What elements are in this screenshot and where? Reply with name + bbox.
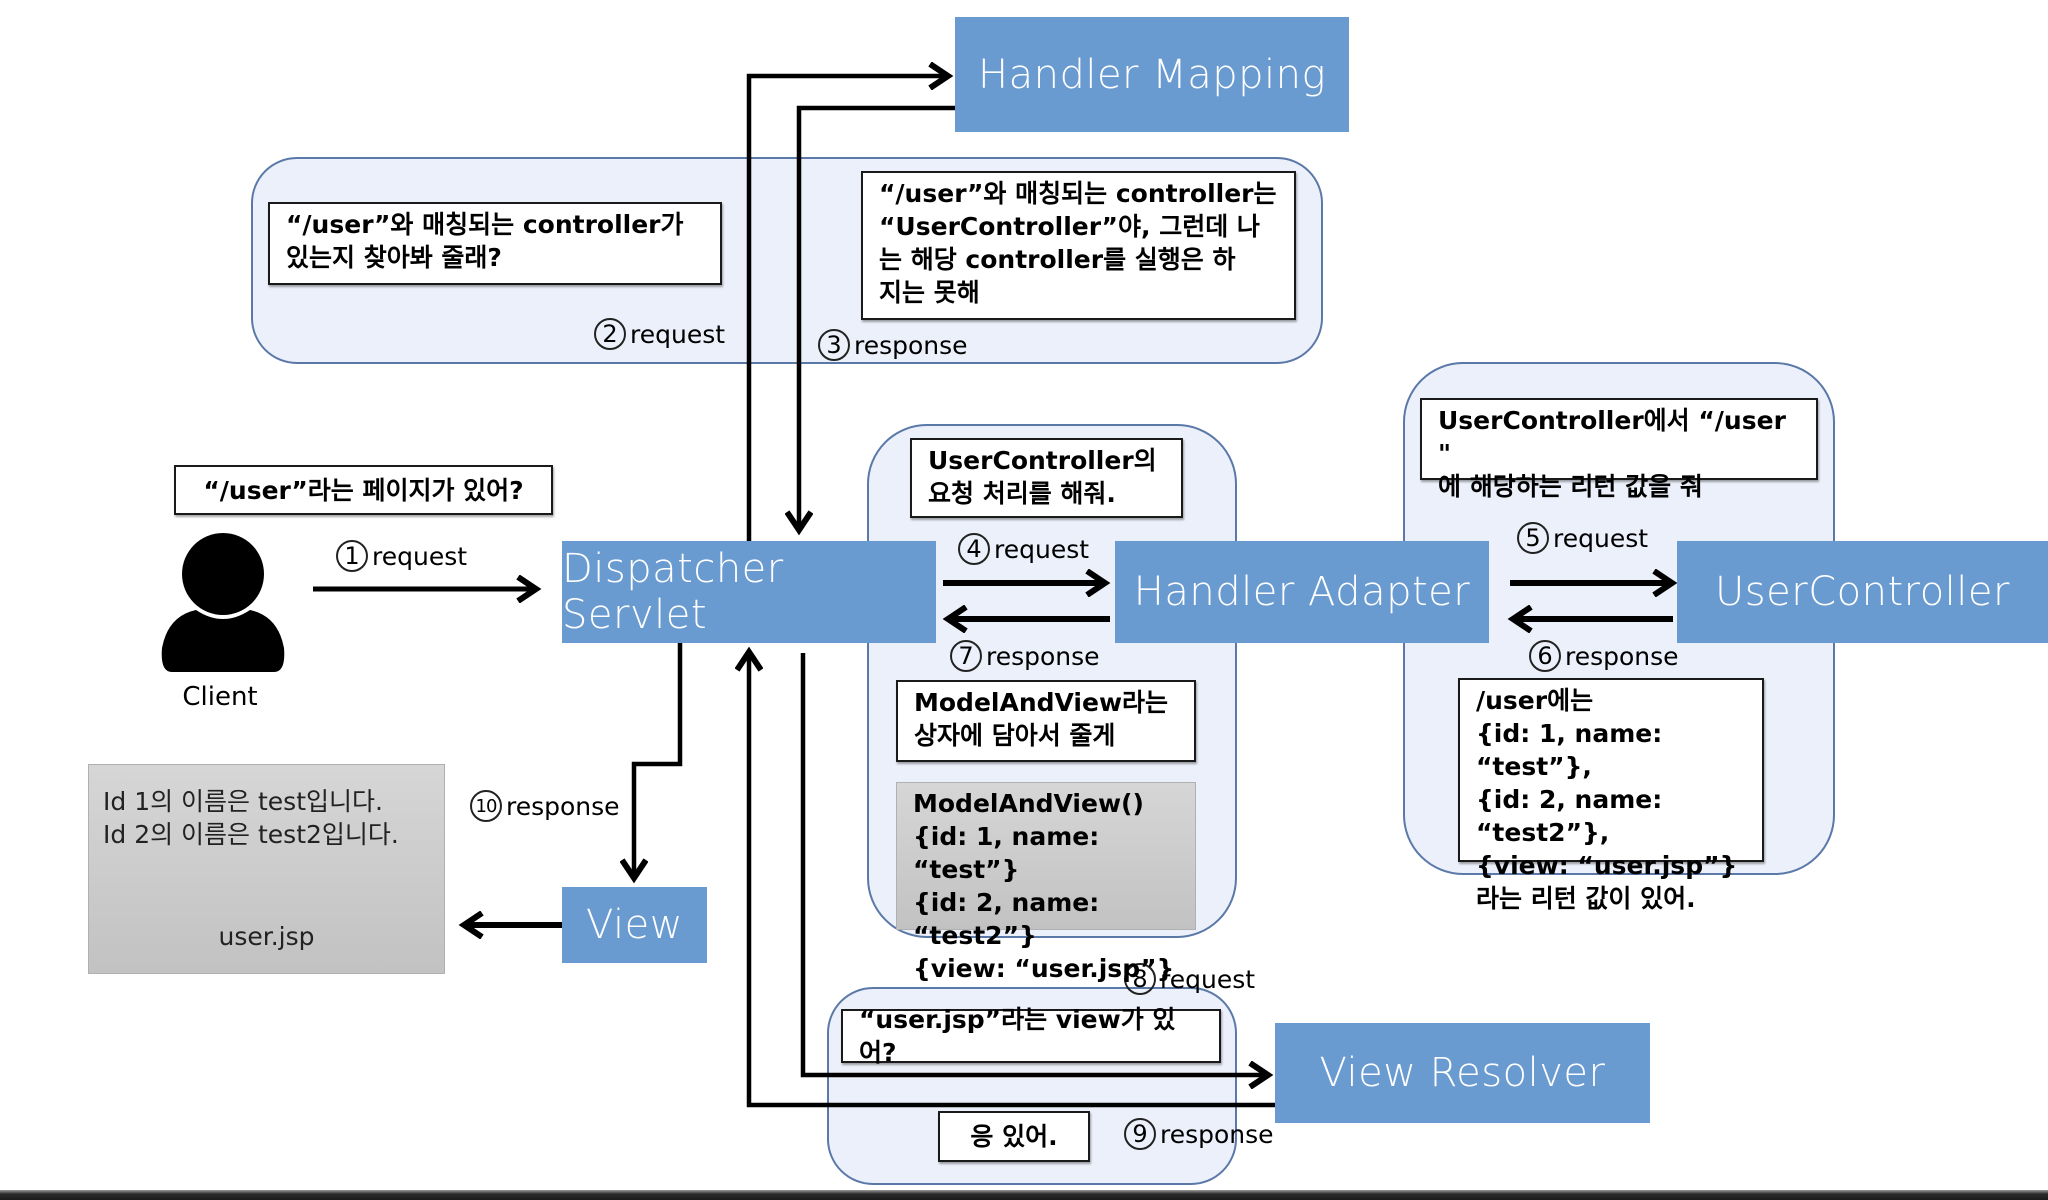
step-10-text: response — [506, 791, 620, 821]
step-7-number: 7 — [950, 640, 982, 672]
step-7-label: 7 response — [950, 640, 1100, 672]
view-box: View — [562, 887, 707, 963]
user-controller-request-note: UserController에서 “/user " 에 해당하는 리턴 값을 줘 — [1420, 398, 1818, 501]
person-icon — [161, 533, 285, 672]
step-10-number: 10 — [470, 790, 502, 822]
step-1-text: request — [372, 541, 468, 571]
step-2-label: 2 request — [594, 318, 725, 350]
step-4-text: request — [994, 534, 1090, 564]
step-3-text: response — [854, 330, 968, 360]
step-9-text: response — [1160, 1119, 1274, 1149]
step-4-number: 4 — [958, 533, 990, 565]
step-5-text: request — [1553, 523, 1649, 553]
user-controller-response-note: /user에는 {id: 1, name: “test”}, {id: 2, n… — [1458, 678, 1764, 913]
step-3-number: 3 — [818, 329, 850, 361]
step-6-number: 6 — [1529, 640, 1561, 672]
step-6-text: response — [1565, 641, 1679, 671]
handler-adapter-response-note: ModelAndView라는 상자에 담아서 줄게 — [896, 680, 1196, 762]
step-2-number: 2 — [594, 318, 626, 350]
dispatcher-servlet-box: Dispatcher Servlet — [562, 541, 936, 643]
step-2-text: request — [630, 319, 726, 349]
step-9-number: 9 — [1124, 1118, 1156, 1150]
bottom-border-bar — [0, 1190, 2048, 1200]
arrow-10-response — [634, 643, 683, 878]
step-4-label: 4 request — [958, 533, 1089, 565]
step-5-label: 5 request — [1517, 522, 1648, 554]
rendered-page-text: Id 1의 이름은 test입니다. Id 2의 이름은 test2입니다. — [103, 787, 399, 849]
handler-mapping-box: Handler Mapping — [955, 17, 1349, 132]
user-controller-box: UserController — [1677, 541, 2048, 643]
step-3-label: 3 response — [818, 329, 968, 361]
view-resolver-box: View Resolver — [1275, 1023, 1650, 1123]
step-9-label: 9 response — [1124, 1118, 1274, 1150]
handler-mapping-request-note: “/user”와 매칭되는 controller가 있는지 찾아봐 줄래? — [268, 202, 722, 285]
step-6-label: 6 response — [1529, 640, 1679, 672]
handler-adapter-request-note: UserController의 요청 처리를 해줘. — [910, 438, 1183, 518]
model-and-view-box: ModelAndView() {id: 1, name: “test”} {id… — [896, 782, 1196, 983]
step-8-label: 8 request — [1124, 963, 1255, 995]
client-note-text: “/user”라는 페이지가 있어? — [174, 465, 553, 515]
view-resolver-response-note: 응 있어. — [938, 1111, 1090, 1162]
handler-adapter-box: Handler Adapter — [1115, 541, 1489, 643]
step-1-label: 1 request — [336, 540, 467, 572]
step-7-text: response — [986, 641, 1100, 671]
rendered-user-jsp-page: Id 1의 이름은 test입니다. Id 2의 이름은 test2입니다. u… — [88, 764, 445, 974]
client-label: Client — [182, 682, 258, 712]
step-1-number: 1 — [336, 540, 368, 572]
step-8-number: 8 — [1124, 963, 1156, 995]
step-5-number: 5 — [1517, 522, 1549, 554]
rendered-page-filename: user.jsp — [218, 922, 315, 951]
handler-mapping-response-note: “/user”와 매칭되는 controller는 “UserControlle… — [861, 171, 1296, 320]
view-resolver-request-note: “user.jsp”라는 view가 있어? — [841, 1005, 1221, 1067]
step-8-text: request — [1160, 964, 1256, 994]
client-note: “/user”라는 페이지가 있어? — [174, 465, 553, 515]
step-10-label: 10 response — [470, 790, 620, 822]
